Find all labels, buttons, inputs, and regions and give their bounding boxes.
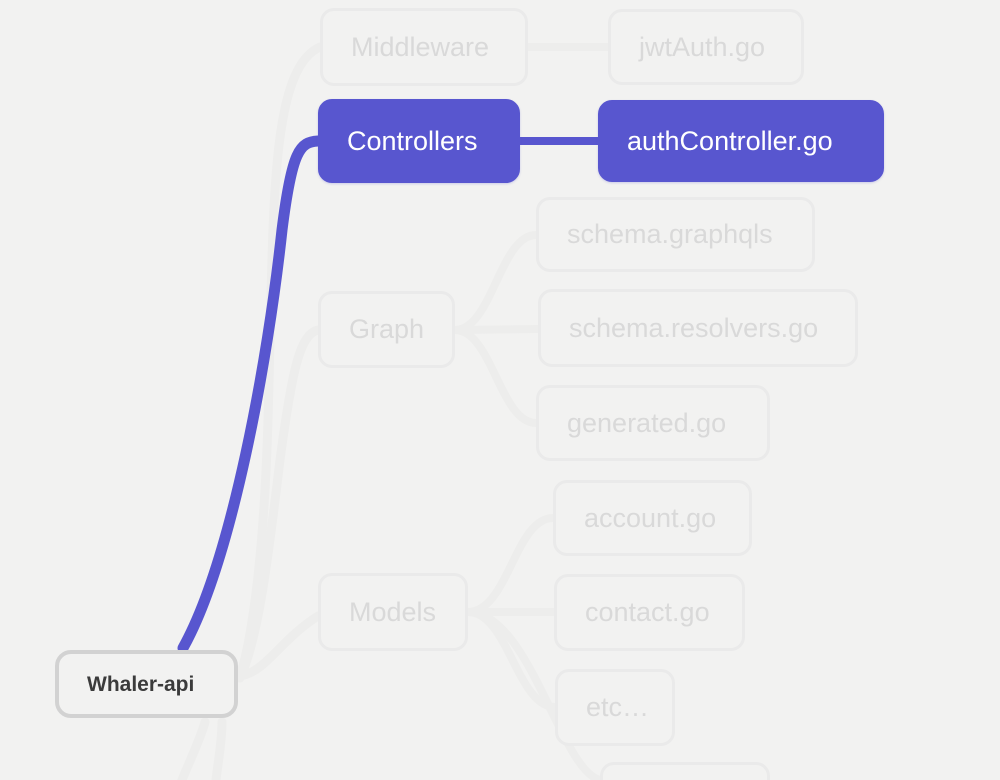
edge-root-to-models — [235, 611, 323, 681]
node-authcontroller-go[interactable]: authController.go — [598, 100, 884, 182]
node-middleware[interactable]: Middleware — [320, 8, 528, 86]
node-label-middleware: Middleware — [351, 31, 490, 62]
node-label-account-go: account.go — [584, 502, 717, 533]
node-label-root-whaler-api: Whaler-api — [87, 672, 195, 696]
node-generated-go[interactable]: generated.go — [536, 385, 770, 461]
node-label-controllers: Controllers — [347, 125, 478, 156]
edge-root-to-controllers-highlighted — [177, 135, 324, 654]
node-jwtauth-go[interactable]: jwtAuth.go — [608, 9, 804, 85]
node-schema-resolvers-go[interactable]: schema.resolvers.go — [538, 289, 858, 367]
node-root-whaler-api[interactable]: Whaler-api — [55, 650, 238, 718]
node-label-schema-resolvers-go: schema.resolvers.go — [569, 312, 819, 343]
node-label-jwtauth-go: jwtAuth.go — [639, 31, 766, 62]
node-contact-go[interactable]: contact.go — [554, 574, 745, 651]
edge-root-to-lower-branch-2 — [211, 717, 227, 780]
node-etc[interactable]: etc… — [555, 669, 675, 746]
node-label-models: Models — [349, 596, 437, 627]
node-controllers[interactable]: Controllers — [318, 99, 520, 183]
edge-graph-to-schema-resolvers — [451, 325, 542, 334]
node-label-generated-go: generated.go — [567, 407, 727, 438]
node-label-graph: Graph — [349, 314, 425, 344]
edge-models-to-etc — [464, 608, 559, 711]
node-schema-graphqls[interactable]: schema.graphqls — [536, 197, 815, 272]
edge-root-to-middleware — [235, 42, 325, 681]
edge-graph-to-generated — [451, 326, 540, 427]
edge-models-to-account — [464, 514, 557, 616]
node-label-schema-graphqls: schema.graphqls — [567, 219, 773, 249]
node-account-go[interactable]: account.go — [553, 480, 752, 556]
node-label-authcontroller-go: authController.go — [627, 125, 833, 156]
node-models[interactable]: Models — [318, 573, 468, 651]
edge-root-to-graph — [235, 325, 323, 683]
node-label-etc: etc… — [586, 692, 650, 722]
node-label-contact-go: contact.go — [585, 597, 710, 627]
edge-root-to-lower-branch-1 — [177, 717, 210, 780]
edge-graph-to-schema-graphqls — [451, 231, 540, 334]
node-cut-off-bottom[interactable] — [600, 762, 770, 780]
node-graph[interactable]: Graph — [318, 291, 455, 368]
